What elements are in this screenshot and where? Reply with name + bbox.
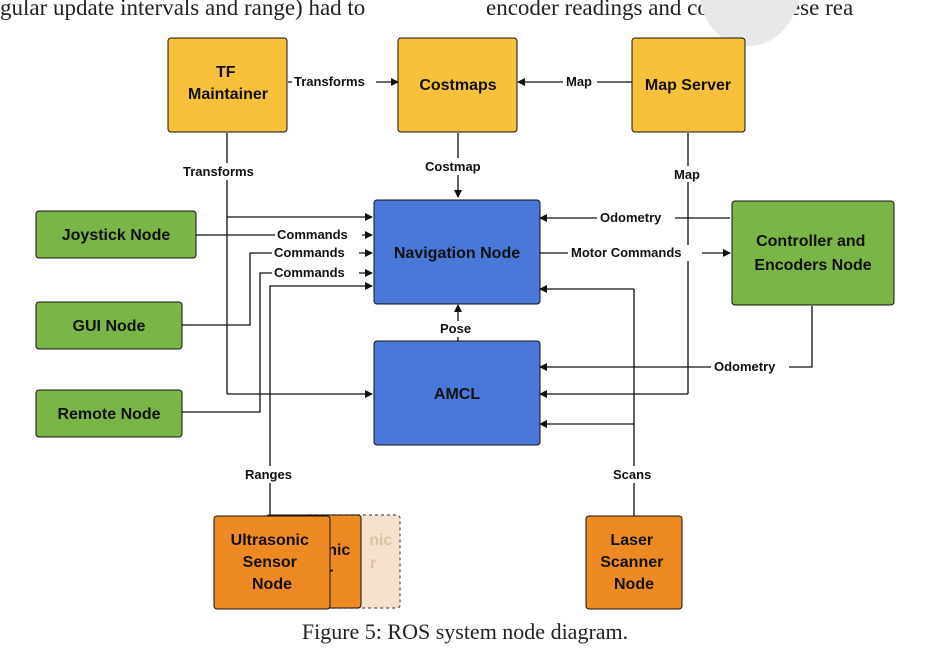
node-gui — [35, 301, 183, 350]
background-shape — [700, 0, 800, 46]
node-laser-scanner — [585, 515, 683, 610]
label-odometry-nav: Odometry — [600, 210, 662, 225]
label-amcl: AMCL — [434, 386, 480, 403]
edge-commands-gui — [182, 249, 373, 326]
label-navigation: Navigation Node — [394, 245, 520, 262]
label-commands-2: Commands — [274, 245, 345, 260]
label-remote: Remote Node — [57, 406, 160, 423]
label-transforms-left: Transforms — [183, 164, 254, 179]
node-ultrasonic — [213, 515, 331, 610]
label-map-server: Map Server — [645, 77, 731, 94]
label-ultrasonic: Ultrasonic Sensor Node — [231, 532, 314, 593]
label-odometry-amcl: Odometry — [714, 359, 776, 374]
label-pose: Pose — [440, 321, 471, 336]
label-ultrasonic-back-2: nic r — [369, 532, 397, 572]
label-commands-1: Commands — [277, 227, 348, 242]
label-transforms-top: Transforms — [294, 74, 365, 89]
nodes: TF Maintainer Costmaps Map Server Joysti… — [35, 37, 895, 610]
top-text-left: gular update intervals and range) had to — [0, 0, 365, 20]
label-scans: Scans — [613, 467, 651, 482]
label-joystick: Joystick Node — [62, 227, 171, 244]
edge-commands-remote — [182, 269, 373, 413]
label-controller: Controller and Encoders Node — [754, 233, 871, 274]
label-laser-scanner: Laser Scanner Node — [600, 532, 668, 593]
label-costmap: Costmap — [425, 159, 481, 174]
node-remote — [35, 389, 183, 438]
label-ranges: Ranges — [245, 467, 292, 482]
label-costmaps: Costmaps — [419, 77, 496, 94]
label-tf-maintainer: TF Maintainer — [188, 64, 268, 103]
node-costmaps — [397, 37, 518, 133]
edge-labels: Transforms Map Transforms Costmap Map Od… — [180, 74, 789, 483]
edge-odometry-amcl — [539, 306, 813, 371]
label-map-top: Map — [566, 74, 592, 89]
node-navigation — [373, 199, 541, 305]
node-amcl — [373, 340, 541, 446]
node-joystick — [35, 210, 197, 259]
label-gui: GUI Node — [73, 318, 146, 335]
node-map-server — [631, 37, 746, 133]
label-map-right: Map — [674, 167, 700, 182]
label-commands-3: Commands — [274, 265, 345, 280]
node-controller — [731, 200, 895, 306]
figure-caption: Figure 5: ROS system node diagram. — [302, 619, 628, 644]
label-motor-commands: Motor Commands — [571, 245, 682, 260]
node-tf-maintainer — [167, 37, 288, 133]
edge-ranges — [269, 282, 373, 516]
